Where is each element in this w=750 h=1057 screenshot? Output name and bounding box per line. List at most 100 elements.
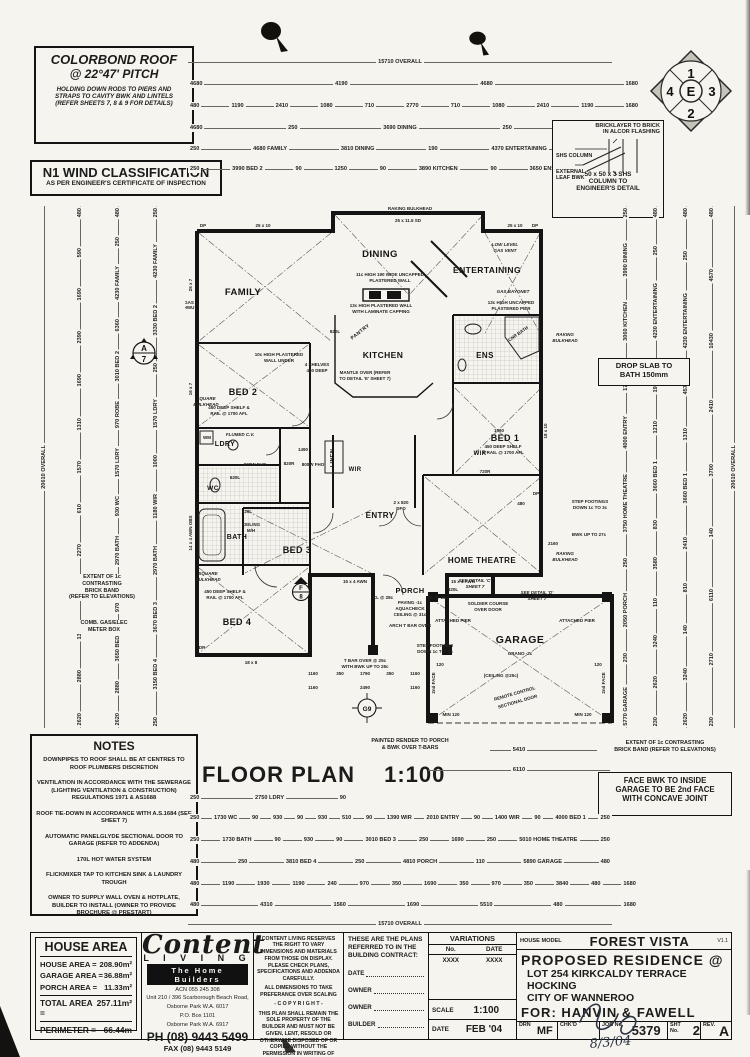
roof-note-box: COLORBOND ROOF @ 22°47' PITCH HOLDING DO…: [34, 46, 194, 144]
house-model-value: FOREST VISTA: [589, 933, 690, 949]
plan-annotation: PLASTERED WALL: [369, 278, 411, 283]
room-label: BED 3: [283, 545, 312, 555]
plan-annotation: 15 x 4 AWN: [451, 579, 475, 584]
plan-annotation: 4 SHELVES: [305, 362, 329, 367]
roof-title-2: @ 22°47' PITCH: [69, 67, 159, 81]
extent-left-1: EXTENT OF 1c: [83, 574, 121, 580]
plan-annotation: DP: [200, 223, 206, 228]
bath-tiling: [199, 505, 308, 563]
dim-label: 610: [77, 501, 83, 516]
extent-right-1: EXTENT OF 1c CONTRASTING: [625, 740, 705, 746]
dim-label: 3330 BED 2: [153, 303, 159, 338]
dim-label: 4370 ENTERTAINING: [489, 145, 549, 153]
scale-value: 1:100: [473, 1004, 500, 1016]
dim-label: 1680: [621, 880, 638, 888]
extent-brick-band-left: EXTENT OF 1c CONTRASTING BRICK BAND (REF…: [54, 574, 150, 601]
dim-label: 3660 BED 1: [653, 459, 659, 494]
plan-annotation: WITH LAMINATE CAPPING: [352, 309, 410, 314]
plan-annotation: DP: [533, 491, 539, 496]
extent-left-2: CONTRASTING: [82, 580, 122, 587]
dim-label: 250: [353, 858, 367, 866]
meter-box-2: METER BOX: [87, 626, 121, 633]
compass-elevation-marker: 1 3 2 4 E: [649, 49, 733, 133]
plan-annotation: BULKHEAD: [193, 402, 219, 407]
dim-label: 2970 BATH: [115, 534, 121, 568]
dim-label: 230: [653, 714, 659, 728]
handwritten-date: 8/3/04: [589, 1033, 632, 1052]
room-label: ENTERTAINING: [453, 265, 521, 275]
room-label: ENTRY: [366, 511, 395, 520]
wind-title: N1 WIND CLASSIFICATION: [42, 165, 210, 180]
note-item: OWNER TO SUPPLY WALL OVEN & HOTPLATE, BU…: [48, 895, 180, 917]
plan-annotation: FLUMED C.V.: [226, 432, 254, 437]
section-marker-f8: F 8: [291, 577, 311, 602]
plan-annotation: DP: [532, 223, 538, 228]
house-area-title: HOUSE AREA: [40, 939, 132, 957]
bricklayer-sketch: [575, 138, 638, 176]
marker-7: 7: [142, 355, 147, 364]
notes-box: NOTES DOWNPIPES TO ROOF SHALL BE AT CENT…: [30, 734, 198, 916]
room-label: FAMILY: [225, 287, 262, 298]
sht-no-label: SHT No.: [670, 1022, 681, 1034]
plan-annotation: 120: [594, 662, 602, 667]
dim-label: 710: [448, 102, 463, 110]
rev-value: A: [718, 1022, 730, 1039]
room-label: BED 2: [229, 387, 258, 397]
marker-a: A: [141, 344, 147, 353]
bricklayer-footer-3: ENGINEER'S DETAIL: [576, 185, 640, 192]
house-area-label: HOUSE AREA =: [40, 959, 97, 969]
dim-label: 970: [489, 880, 503, 888]
plan-annotation: STEP FOOTINGS: [572, 499, 608, 504]
plan-annotation: SHEET 7: [528, 596, 547, 601]
dim-label: 710: [362, 102, 377, 110]
dim-label: 3700: [709, 462, 715, 479]
plan-annotation: & RAIL @ 1700 AFL: [482, 450, 524, 455]
plan-annotation: 820L: [330, 329, 341, 334]
plan-annotation: 450 DEEP SHELF: [485, 444, 522, 449]
plan-annotation: (CEILING @25c): [484, 673, 519, 678]
bricklayer-label-shs: SHS COLUMN: [556, 153, 593, 159]
dim-label: 2620: [77, 711, 83, 728]
plan-annotation: BULKHEAD: [195, 577, 221, 582]
contract-field-owner-1: OWNER: [348, 987, 372, 994]
face-bwk-1: FACE BWK TO INSIDE: [623, 776, 707, 785]
extent-left-3: BRICK BAND: [84, 587, 120, 594]
builder-address-2: Osborne Park W.A. 6017: [166, 1004, 229, 1011]
copyright-p2: ALL DIMENSIONS TO TAKE PREFERANCE OVER S…: [260, 985, 337, 998]
bricklayer-footer-1: 50 x 50 x 3 SHS: [584, 171, 632, 178]
dim-label: 2410: [683, 534, 689, 552]
plan-annotation: 10c HIGH PLASTERED: [255, 352, 304, 357]
contract-field-date: DATE: [348, 970, 365, 977]
dim-label: 2770: [404, 102, 421, 110]
bricklayer-detail-box: BRICKLAYER TO BRICK IN ALCOR FLASHING SH…: [552, 120, 664, 218]
dim-label: 190: [426, 145, 440, 153]
dim-label: 3150 BED 4: [153, 657, 159, 692]
plan-annotation: 13c HIGH UNCAPPED: [488, 300, 535, 305]
builder-phone: PH (08) 9443 5499: [146, 1029, 249, 1044]
dim-label: 3240: [683, 665, 689, 683]
dim-label: 3240: [653, 633, 659, 650]
dim-label: 250: [188, 165, 202, 173]
plan-annotation: 1160: [410, 685, 420, 690]
dim-label: 970 ROBE: [115, 399, 121, 431]
dim-label: 2270: [77, 541, 83, 559]
dimension-row-overall-bottom: 15710 OVERALL: [188, 920, 612, 928]
dim-label: 2410: [273, 102, 291, 110]
plan-annotation: SOLDIER COURSE: [468, 601, 509, 606]
house-area-value: 208.90m²: [99, 959, 132, 969]
dim-label: 3990 BED 2: [230, 165, 265, 173]
dim-label: 5010 HOME THEATRE: [517, 836, 580, 844]
painted-render-1: PAINTED RENDER TO PORCH: [371, 738, 449, 744]
dim-label: 2010 ENTRY: [424, 814, 462, 822]
dim-label: 250: [623, 556, 629, 570]
dim-label: 480: [188, 858, 202, 866]
plan-annotation: DP: [199, 645, 205, 650]
floor-plan-scale: 1:100: [384, 762, 446, 787]
plan-annotation: 2nd FACE: [601, 672, 606, 693]
face-bwk-note: FACE BWK TO INSIDE GARAGE TO BE 2nd FACE…: [598, 772, 732, 816]
plan-annotation: RAIL @ 1700 AFL: [206, 595, 243, 600]
plan-annotation: DOWN 1c TO -3c: [417, 649, 453, 654]
builder-fax: FAX (08) 9443 5149: [163, 1043, 232, 1053]
